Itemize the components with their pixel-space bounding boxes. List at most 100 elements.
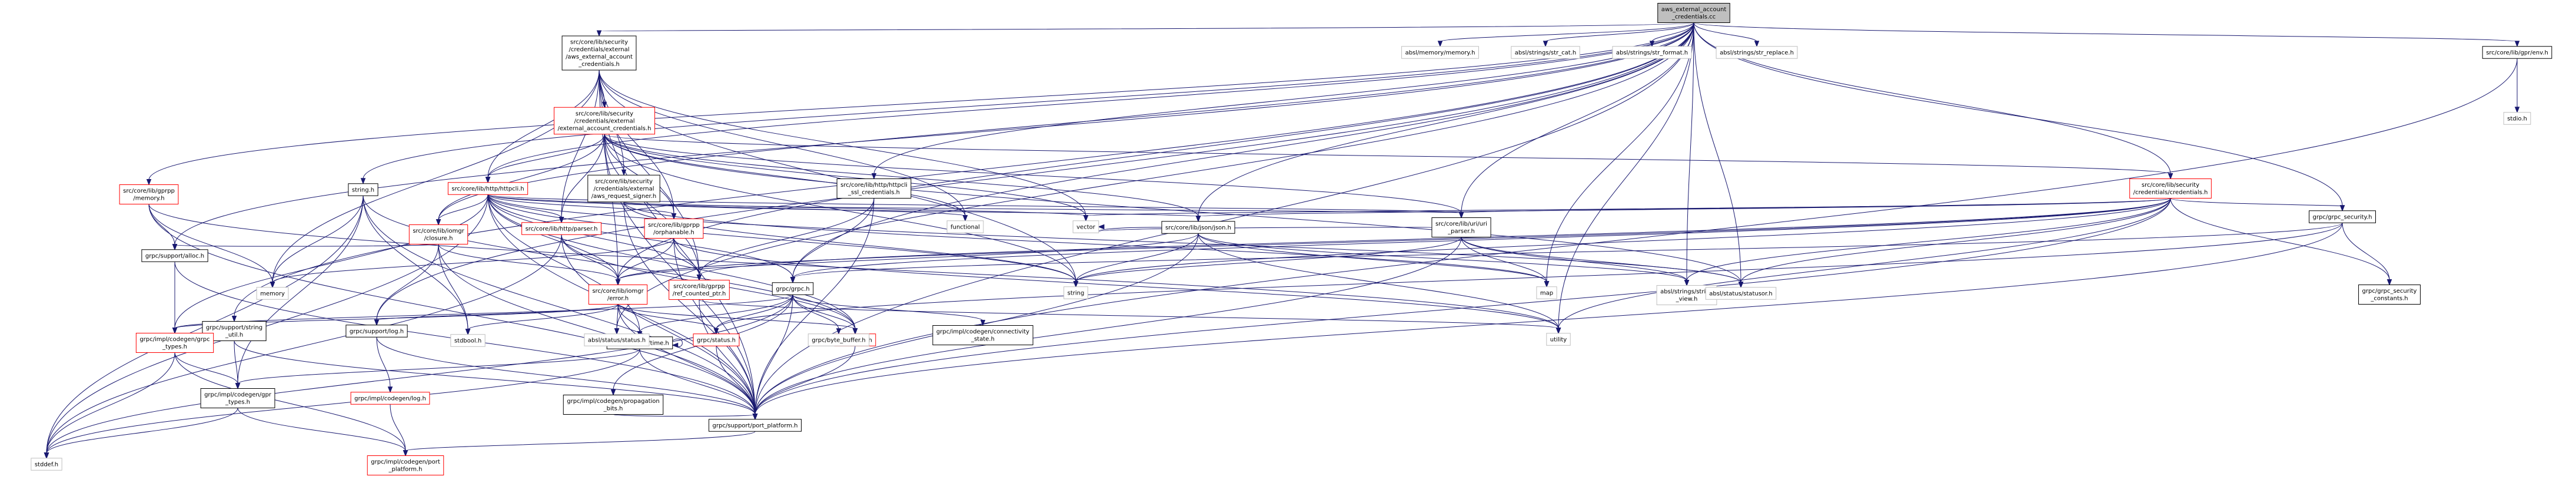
edge-line [363,196,856,329]
node-log[interactable]: grpc/support/log.h [345,325,408,338]
node-gprtypes[interactable]: grpc/impl/codegen/gpr_types.h [200,388,275,408]
node-stdio: stdio.h [2503,112,2531,125]
node-conn[interactable]: grpc/impl/codegen/connectivity_state.h [932,325,1033,345]
edge-memory_g-to-utility [148,204,1561,335]
node-label: memory [260,290,285,297]
node-implport[interactable]: grpc/impl/codegen/port_platform.h [367,455,444,475]
node-label: /credentials/credentials.h [2133,190,2208,196]
edge-line [716,223,2343,329]
node-creds[interactable]: src/core/lib/security/credentials/creden… [2129,178,2212,199]
edge-line [639,295,793,332]
edge-arrowhead [1738,282,1744,289]
edge-line [1198,233,1559,329]
node-httpssl[interactable]: src/core/lib/http/httpcli_ssl_credential… [836,178,912,199]
edge-arrowhead [1083,215,1089,222]
edge-arrowhead [1437,41,1443,48]
node-gsecc[interactable]: grpc/grpc_security_constants.h [2358,285,2421,305]
node-string_h[interactable]: string.h [348,183,378,196]
edge-line [1693,22,1741,283]
node-label: string [1068,290,1085,296]
edge-line [716,346,756,415]
edge-line [487,22,1694,178]
node-gsec[interactable]: grpc/grpc_security.h [2309,210,2376,223]
node-gtypes[interactable]: grpc/impl/codegen/grpc_types.h [135,333,214,353]
node-json[interactable]: src/core/lib/json/json.h [1161,221,1235,234]
node-label: stdbool.h [454,338,481,344]
node-box [2503,112,2531,125]
node-status[interactable]: grpc/status.h [693,333,740,346]
node-ext_h[interactable]: src/core/lib/security/credentials/extern… [553,107,656,135]
node-aws_h[interactable]: src/core/lib/security/credentials/extern… [561,35,637,71]
edge-line [487,194,1462,213]
node-box [587,174,660,203]
node-box [1612,46,1692,59]
node-root[interactable]: aws_external_account_credentials.cc [1657,3,1730,23]
node-bytebuf: grpc/byte_buffer.h [807,333,870,346]
node-orphan[interactable]: src/core/lib/gprpp/orphanable.h [644,219,704,239]
node-impllog[interactable]: grpc/impl/codegen/log.h [350,392,430,405]
edge-arrowhead [360,178,366,185]
edge-line [174,194,488,329]
node-uri[interactable]: src/core/lib/uri/uri_parser.h [1431,217,1491,237]
node-label: /ref_counted_ptr.h [673,291,726,297]
node-label: _ssl_credentials.h [847,190,900,196]
edge-line [487,194,562,219]
node-alloc[interactable]: grpc/support/alloc.h [141,249,208,262]
edge-line [46,408,238,454]
edge-arrowhead [752,414,758,421]
edge-line [467,304,619,330]
edge-line [623,201,756,415]
node-portplat[interactable]: grpc/support/port_platform.h [709,419,802,432]
edge-uri-to-map [1461,237,1550,288]
node-label: /aws_request_signer.h [591,193,656,200]
node-label: string.h [352,187,374,193]
edge-line [1461,237,1741,283]
node-label: _types.h [162,344,187,351]
edge-arrowhead [231,316,237,322]
node-httpcli[interactable]: src/core/lib/http/httpcli.h [447,182,529,195]
edge-line [272,238,674,283]
edge-line [639,349,756,415]
edge-creds-to-gsec [2170,198,2345,212]
node-label: absl/status/status.h [588,337,646,343]
node-label: grpc/grpc_security.h [2313,214,2372,220]
edge-uri-to-absl_stor [1461,237,1744,289]
node-memory_g[interactable]: src/core/lib/gprpp/memory.h [119,184,179,204]
node-absl_cat: absl/strings/str_cat.h [1511,46,1580,59]
node-parser[interactable]: src/core/lib/http/parser.h [521,222,601,235]
node-box [807,333,870,346]
node-box [345,325,408,338]
node-box [256,287,289,300]
node-grpc_h[interactable]: grpc/grpc.h [772,282,814,295]
node-box [1546,333,1571,346]
edge-line [1558,22,1694,329]
node-label: absl/strings/string [1660,289,1713,295]
node-awsreq[interactable]: src/core/lib/security/credentials/extern… [587,174,660,203]
edge-portplat-to-implport [403,431,756,457]
edge-line [438,244,468,330]
edge-line [487,194,674,214]
edge-line [792,222,2343,279]
edge-line [1545,22,1694,42]
node-error[interactable]: src/core/lib/iomgr/error.h [588,285,648,305]
edge-line [363,196,468,330]
node-box [31,458,62,471]
node-box [408,224,468,244]
node-label: grpc/impl/codegen/gpr [204,392,272,398]
edge-string_h-to-memory [270,196,364,289]
node-propag[interactable]: grpc/impl/codegen/propagation_bits.h [563,395,664,415]
edge-line [1686,198,2171,281]
node-gpr_env[interactable]: src/core/lib/gpr/env.h [2482,46,2552,59]
node-refcnt[interactable]: src/core/lib/gprpp/ref_counted_ptr.h [669,280,730,300]
node-box [135,333,214,353]
edge-line [1075,198,2171,282]
edge-uri-to-string [1073,237,1462,288]
node-closure[interactable]: src/core/lib/iomgr/closure.h [408,224,468,244]
node-map: map [1536,286,1557,299]
edge-line [390,404,406,451]
edge-arrowhead [1195,216,1201,223]
edge-arrowhead [1555,328,1561,335]
edge-arrowhead [2168,173,2173,180]
node-box [1705,287,1777,300]
node-box [946,220,984,233]
